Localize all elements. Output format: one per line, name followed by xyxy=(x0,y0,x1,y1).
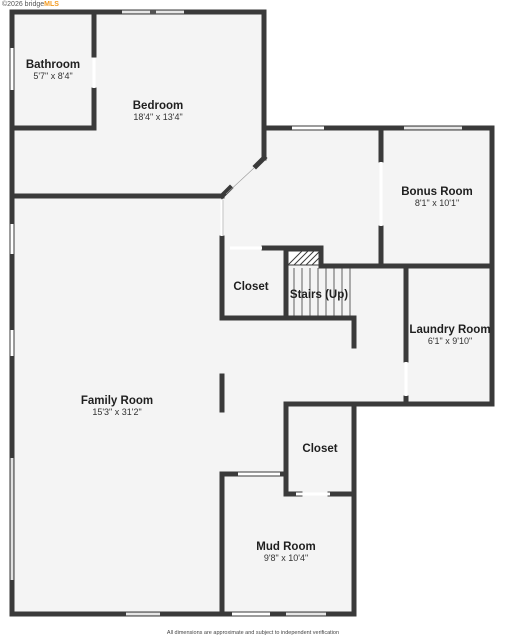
angled-wall xyxy=(218,154,268,200)
room-name-stairs: Stairs (Up) xyxy=(290,289,348,301)
watermark-text: ©2026 bridge xyxy=(2,1,45,8)
watermark: ©2026 bridgeMLS xyxy=(2,1,59,8)
room-name-laundry-room: Laundry Room xyxy=(409,324,490,336)
stair-hatch xyxy=(287,250,320,266)
room-dims-family-room: 15'3" x 31'2" xyxy=(92,407,141,417)
room-dims-laundry-room: 6'1" x 9'10" xyxy=(428,336,472,346)
room-labels: Bathroom 5'7" x 8'4" Bedroom 18'4" x 13'… xyxy=(26,59,491,563)
room-dims-bonus-room: 8'1" x 10'1" xyxy=(415,198,459,208)
room-dims-mud-room: 9'8" x 10'4" xyxy=(264,553,308,563)
room-name-mud-room: Mud Room xyxy=(256,541,315,553)
room-name-family-room: Family Room xyxy=(81,395,153,407)
room-name-closet-upper: Closet xyxy=(233,281,268,293)
floor-fill xyxy=(12,12,492,614)
disclaimer-text: All dimensions are approximate and subje… xyxy=(166,630,340,636)
window-frames xyxy=(10,10,462,616)
room-name-bathroom: Bathroom xyxy=(26,59,80,71)
watermark-brand: MLS xyxy=(44,1,59,8)
room-name-closet-lower: Closet xyxy=(302,443,337,455)
windows xyxy=(10,10,462,616)
room-name-bonus-room: Bonus Room xyxy=(401,186,473,198)
stair-treads xyxy=(293,268,351,316)
room-dims-bathroom: 5'7" x 8'4" xyxy=(33,71,72,81)
room-name-bedroom: Bedroom xyxy=(133,100,183,112)
room-dims-bedroom: 18'4" x 13'4" xyxy=(133,112,182,122)
